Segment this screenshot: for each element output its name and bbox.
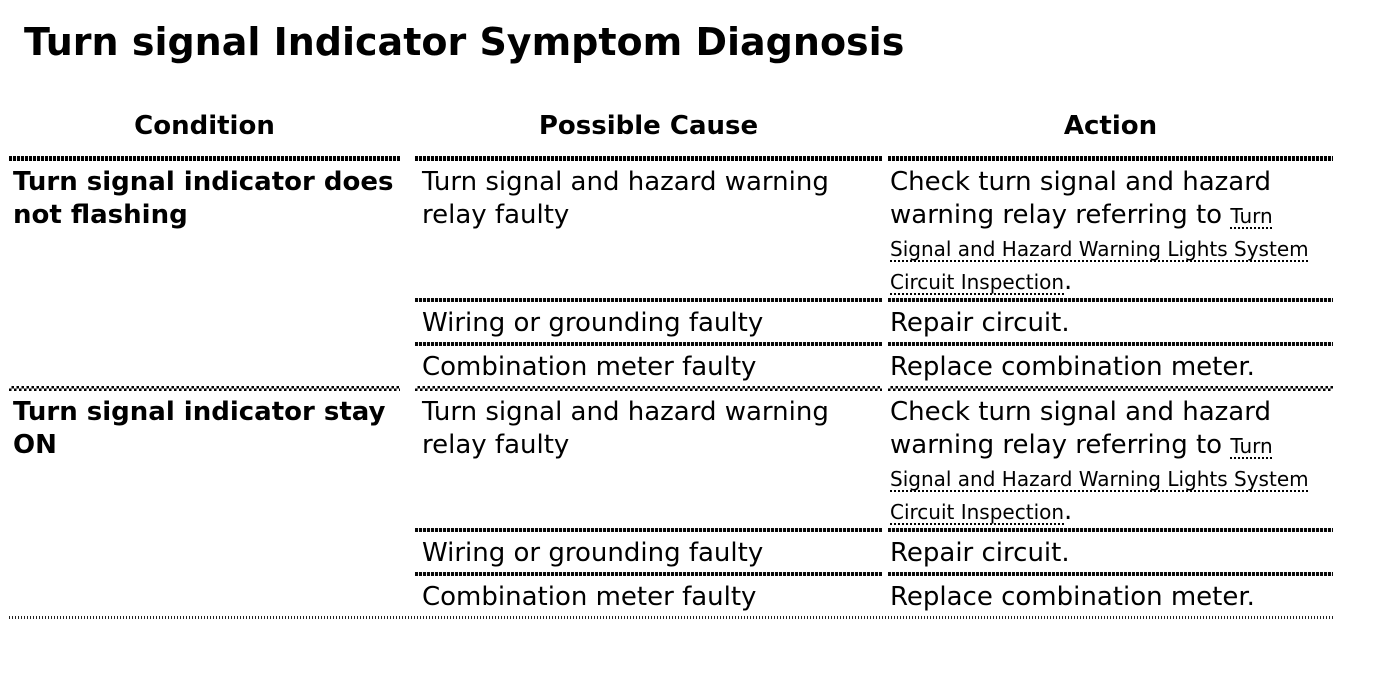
action-cell: Replace combination meter. bbox=[890, 352, 1255, 382]
action-cell: Repair circuit. bbox=[890, 538, 1070, 568]
cause-cell: Turn signal and hazard warning relay fau… bbox=[422, 167, 829, 230]
action-cell: Repair circuit. bbox=[890, 308, 1070, 338]
header-rule-segment bbox=[415, 156, 882, 161]
column-header-action: Action bbox=[1063, 111, 1158, 141]
group-separator-segment bbox=[888, 386, 1333, 391]
circuit-inspection-link[interactable]: Turn Signal and Hazard Warning Lights Sy… bbox=[890, 204, 1309, 294]
table-bottom-rule bbox=[9, 616, 1333, 619]
page-title: Turn signal Indicator Symptom Diagnosis bbox=[24, 20, 905, 64]
group-separator-segment bbox=[9, 386, 400, 391]
action-cell: Check turn signal and hazard warning rel… bbox=[888, 161, 1333, 298]
cause-cell: Combination meter faulty bbox=[422, 582, 757, 612]
column-header-condition: Condition bbox=[134, 111, 275, 141]
cause-cell: Combination meter faulty bbox=[422, 352, 757, 382]
row-rule-segment bbox=[415, 528, 882, 532]
row-rule-segment bbox=[415, 298, 882, 302]
row-rule-segment bbox=[888, 528, 1333, 532]
circuit-inspection-link[interactable]: Turn Signal and Hazard Warning Lights Sy… bbox=[890, 434, 1309, 524]
row-rule-segment bbox=[888, 342, 1333, 346]
header-rule-segment bbox=[9, 156, 400, 161]
cause-cell: Turn signal and hazard warning relay fau… bbox=[422, 397, 829, 460]
column-header-possible-cause: Possible Cause bbox=[538, 111, 759, 141]
row-rule-segment bbox=[415, 342, 882, 346]
row-rule-segment bbox=[888, 298, 1333, 302]
cause-cell: Wiring or grounding faulty bbox=[422, 308, 764, 338]
action-period: . bbox=[1064, 266, 1073, 296]
action-text: Check turn signal and hazard warning rel… bbox=[890, 167, 1271, 230]
condition-cell: Turn signal indicator stay ON bbox=[13, 397, 386, 460]
action-cell: Check turn signal and hazard warning rel… bbox=[888, 391, 1333, 528]
group-separator-segment bbox=[415, 386, 882, 391]
diagnosis-table: Condition Possible Cause Action Turn sig… bbox=[9, 100, 1333, 619]
condition-cell: Turn signal indicator does not flashing bbox=[13, 167, 394, 230]
header-rule-segment bbox=[888, 156, 1333, 161]
action-period: . bbox=[1064, 496, 1073, 526]
row-rule-segment bbox=[415, 572, 882, 576]
action-text: Check turn signal and hazard warning rel… bbox=[890, 397, 1271, 460]
row-rule-segment bbox=[888, 572, 1333, 576]
action-cell: Replace combination meter. bbox=[890, 582, 1255, 612]
cause-cell: Wiring or grounding faulty bbox=[422, 538, 764, 568]
